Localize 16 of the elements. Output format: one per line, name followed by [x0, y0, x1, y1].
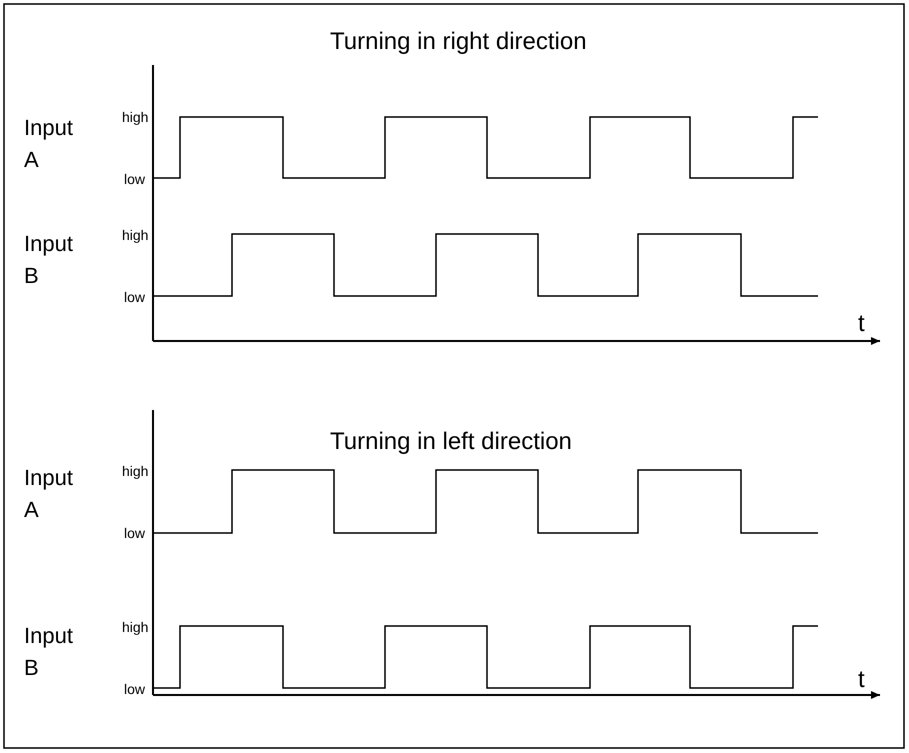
level-label: high: [122, 620, 148, 634]
level-label: low: [124, 526, 146, 540]
level-label: low: [124, 682, 146, 696]
level-label: high: [122, 228, 148, 242]
signal-label: Input A: [24, 464, 74, 524]
level-label: high: [122, 110, 148, 124]
signal-label: Input B: [24, 622, 74, 682]
signal-label: Input B: [24, 230, 74, 290]
panel-title: Turning in left direction: [330, 430, 572, 454]
axis-label: t: [858, 668, 865, 692]
axis-label: t: [858, 312, 865, 336]
level-label: low: [124, 290, 146, 304]
level-label: low: [124, 172, 146, 186]
panel-title: Turning in right direction: [330, 30, 587, 54]
level-label: high: [122, 464, 148, 478]
signal-label: Input A: [24, 114, 74, 174]
